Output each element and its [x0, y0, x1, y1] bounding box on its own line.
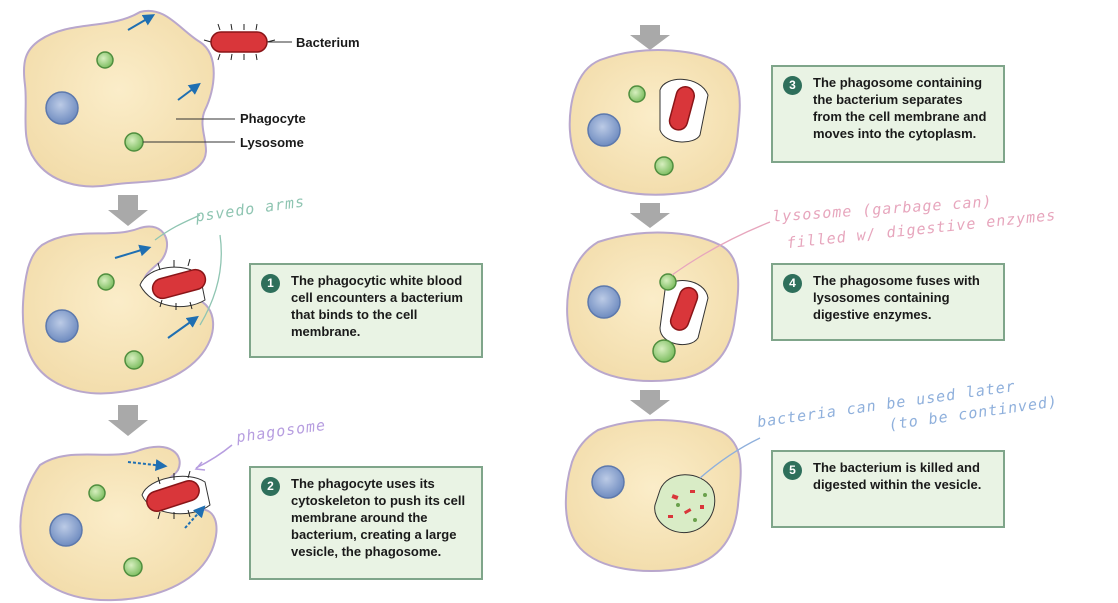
lysosome	[97, 273, 115, 291]
lysosome	[123, 557, 143, 577]
step-5-box: 5 The bacterium is killed and digested w…	[771, 450, 1005, 528]
digestive-vesicle	[654, 474, 716, 534]
step-3-box: 3 The phagosome containing the bacterium…	[771, 65, 1005, 163]
step-text: The bacterium is killed and digested wit…	[813, 460, 982, 492]
lysosome	[124, 132, 144, 152]
bacterium-label: Bacterium	[296, 35, 360, 50]
phagocyte-cell-step2	[19, 444, 233, 602]
step-number: 3	[783, 76, 802, 95]
step-number: 5	[783, 461, 802, 480]
flow-arrow	[108, 195, 148, 226]
bacterium	[668, 86, 695, 131]
phagocyte-cell-step1	[21, 214, 222, 395]
step-number: 1	[261, 274, 280, 293]
step-4-box: 4 The phagosome fuses with lysosomes con…	[771, 263, 1005, 341]
step-2-box: 2 The phagocyte uses its cytoskeleton to…	[249, 466, 483, 580]
movement-arrow	[127, 14, 156, 31]
step-text: The phagosome fuses with lysosomes conta…	[813, 273, 980, 322]
bacterium-legend	[203, 23, 292, 61]
flow-arrow	[108, 405, 148, 436]
annotation-line	[671, 221, 771, 276]
annotation-line	[154, 214, 201, 241]
annotation-line	[199, 234, 222, 326]
flow-arrow	[630, 390, 670, 415]
annotation-arrow	[195, 444, 233, 469]
annotation-arrowhead	[194, 461, 206, 471]
step-text: The phagosome containing the bacterium s…	[813, 75, 987, 141]
nucleus	[49, 513, 83, 547]
step-number: 4	[783, 274, 802, 293]
phagocyte-cell-step5	[564, 419, 761, 572]
lysosome	[659, 273, 677, 291]
nucleus	[591, 465, 625, 499]
phagocyte-cell-step3	[568, 49, 741, 196]
bacterium	[669, 286, 699, 331]
phagocyte-cell-step4	[566, 221, 771, 382]
lysosome-label: Lysosome	[240, 135, 304, 150]
nucleus	[45, 309, 79, 343]
phagocyte-cell-initial	[22, 9, 235, 188]
step-text: The phagocyte uses its cytoskeleton to p…	[291, 476, 466, 559]
movement-arrow	[184, 505, 206, 529]
lysosome	[88, 484, 106, 502]
flow-arrow	[630, 203, 670, 228]
bacterium	[151, 268, 207, 300]
bacterial-debris	[668, 490, 707, 522]
flow-arrow	[630, 25, 670, 50]
phagocyte-label: Phagocyte	[240, 111, 306, 126]
nucleus	[587, 113, 621, 147]
step-number: 2	[261, 477, 280, 496]
nucleus	[45, 91, 79, 125]
lysosome	[652, 339, 676, 363]
movement-arrow	[114, 244, 152, 259]
step-1-box: 1 The phagocytic white blood cell encoun…	[249, 263, 483, 358]
movement-arrow	[127, 459, 168, 472]
lysosome	[124, 350, 144, 370]
annotation-line	[699, 437, 761, 479]
lysosome	[628, 85, 646, 103]
movement-arrow	[177, 82, 201, 101]
lysosome	[96, 51, 114, 69]
movement-arrow	[167, 315, 199, 339]
lysosome	[654, 156, 674, 176]
step-text: The phagocytic white blood cell encounte…	[291, 273, 463, 339]
nucleus	[587, 285, 621, 319]
bacterium	[146, 479, 200, 513]
